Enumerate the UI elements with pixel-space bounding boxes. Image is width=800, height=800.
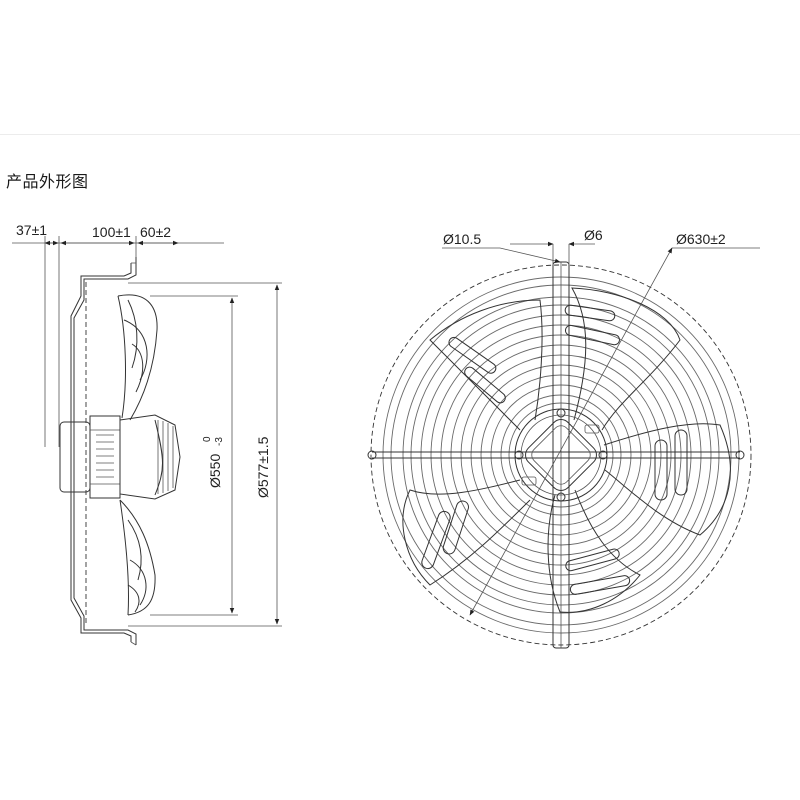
- dim-577-label: Ø577±1.5: [255, 436, 271, 498]
- front-dim-leaders: [442, 241, 760, 616]
- dim-577-line: [128, 282, 282, 627]
- dim-550-label: Ø550: [207, 454, 223, 488]
- dim-100: 100±1: [92, 224, 131, 240]
- dim-hole-label: Ø10.5: [443, 231, 481, 247]
- top-divider: [0, 134, 800, 135]
- dim-outer-label: Ø630±2: [676, 231, 726, 247]
- front-view: Ø10.5 Ø6 Ø630±2: [367, 227, 760, 649]
- dim-550-tol-upper: 0: [202, 436, 213, 442]
- mounting-bars: [367, 261, 745, 649]
- top-dimension-lines: [12, 236, 224, 447]
- dim-60: 60±2: [140, 224, 171, 240]
- section-title: 产品外形图: [6, 172, 89, 191]
- frame-bracket: [70, 257, 137, 646]
- dim-37: 37±1: [16, 222, 47, 238]
- motor: [59, 414, 181, 500]
- dim-550-tol-lower: -3: [214, 437, 225, 446]
- blade-profile: [117, 294, 163, 616]
- side-view: 37±1 100±1 60±2: [12, 222, 282, 646]
- dim-wire-label: Ø6: [584, 227, 603, 243]
- dim-550-line: [150, 295, 238, 616]
